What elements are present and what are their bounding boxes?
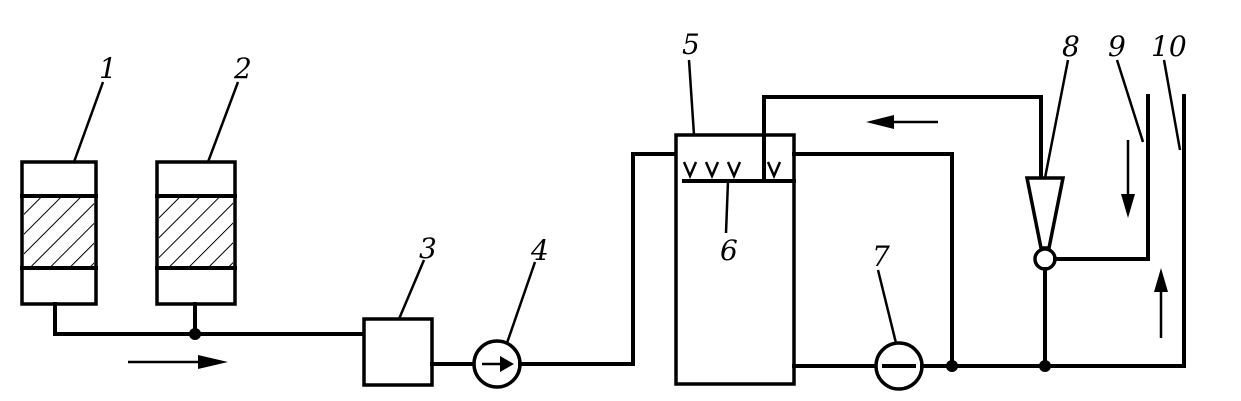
cylinder-2: [155, 160, 237, 306]
cylinder-1: [20, 160, 98, 306]
junction-node: [189, 328, 201, 340]
label-4: 4: [530, 234, 549, 267]
pump-4: [472, 339, 522, 389]
up-flow-arrow: [1154, 268, 1168, 338]
vent-pipe: [792, 152, 954, 368]
unit-3-box: [362, 317, 434, 387]
label-5: 5: [682, 28, 700, 61]
label-10: 10: [1151, 30, 1187, 63]
down-flow-arrow: [1121, 140, 1135, 218]
recycle-flow-arrow: [866, 115, 938, 129]
label-6: 6: [720, 234, 738, 267]
pipe-4-5: [518, 152, 678, 366]
junction-node: [946, 360, 958, 372]
ejector-8: [1024, 94, 1150, 368]
label-9: 9: [1108, 30, 1126, 63]
label-1: 1: [99, 52, 117, 85]
inlet-flow-arrow: [128, 355, 228, 369]
label-7: 7: [872, 240, 890, 273]
label-3: 3: [419, 232, 437, 265]
device-7: [874, 341, 924, 391]
cylinder-2-packing: [159, 196, 233, 268]
label-2: 2: [233, 52, 252, 85]
inlet-pipe: [53, 302, 366, 340]
leader-lines: [72, 59, 1182, 344]
cylinder-1-packing: [24, 196, 94, 268]
label-8: 8: [1062, 30, 1080, 63]
distributor-6: [682, 161, 796, 183]
recycle-pipe: [762, 95, 1043, 183]
